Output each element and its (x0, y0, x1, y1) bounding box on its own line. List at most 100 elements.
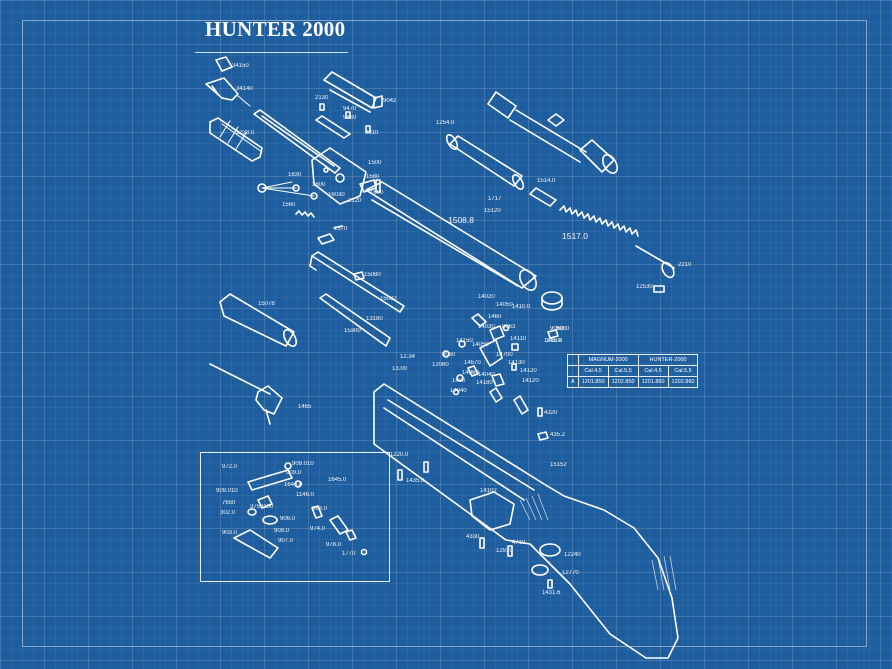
part-label: 14120 (522, 378, 539, 384)
spec-subheader: Cal.5,5 (607, 365, 639, 377)
part-label: 1514.0 (537, 178, 556, 184)
part-label: 14102 (480, 488, 497, 494)
part-label: 15078 (258, 301, 275, 307)
part-label: 34150 (232, 63, 249, 69)
spec-corner-cell (567, 365, 579, 377)
part-label: 1465 (298, 404, 312, 410)
front-sight-cap (215, 56, 233, 72)
part-label: 12240 (564, 552, 581, 558)
part-label: 1410.0 (544, 338, 563, 344)
part-label: 9060 (442, 352, 456, 358)
part-label: 1460 (488, 314, 502, 320)
part-label: 14150 (456, 338, 473, 344)
part-label: 8063 (502, 324, 516, 330)
compression-cylinder (365, 181, 537, 291)
trigger-mechanism (442, 313, 559, 415)
part-label: 15120 (484, 208, 501, 214)
part-label: 4320 (544, 410, 558, 416)
part-label: 2130 (315, 95, 329, 101)
part-label: 14030 (478, 324, 495, 330)
part-label: 302.0 (220, 510, 236, 516)
part-label: 14020 (478, 294, 495, 300)
part-label: 974.0 (310, 526, 326, 532)
drawing-title: HUNTER 2000 (205, 17, 346, 41)
part-label: 1600 (370, 190, 384, 196)
spec-cell: 1202.850 (607, 376, 639, 388)
part-label: 1254.0 (436, 120, 455, 126)
part-label: 15152 (550, 462, 567, 468)
part-label: 12530 (636, 284, 653, 290)
part-label: 1400 (452, 378, 466, 384)
part-label: 15032 (380, 296, 397, 302)
part-label: 1435.0 (406, 478, 425, 484)
part-label: 1630 (288, 172, 302, 178)
part-label: 15080 (364, 272, 381, 278)
title-underline (195, 52, 348, 53)
part-label: 14700 (496, 352, 513, 358)
part-label: 14110 (510, 336, 527, 342)
muzzle-weight (209, 117, 263, 162)
part-label: 12770 (562, 570, 579, 576)
part-label: 2120 (348, 198, 362, 204)
part-label: 908.0 (274, 528, 290, 534)
part-label: 14040 (450, 388, 467, 394)
front-sight (205, 77, 251, 107)
part-label: 1238.0 (236, 130, 255, 136)
rear-sight (323, 71, 383, 113)
part-label: 3750100 (250, 504, 274, 510)
piston-seal (529, 187, 557, 207)
part-label: 1570 (334, 226, 348, 232)
part-label: 14050 (496, 302, 513, 308)
breech-block (311, 147, 381, 205)
part-label: 14130 (508, 360, 525, 366)
small-block-mid (353, 271, 365, 281)
barrel (253, 109, 341, 174)
part-label: 978.0 (326, 542, 342, 548)
part-label: 1410.0 (512, 304, 531, 310)
part-label: 1770 (342, 551, 356, 557)
spec-header: MAGNUM-2000 (577, 354, 639, 366)
part-label: 1560 (282, 202, 296, 208)
spring-guide-cap (653, 285, 665, 293)
part-label: 14050 (472, 342, 489, 348)
part-label: 909.010 (292, 461, 314, 467)
part-label: 1220.0 (390, 452, 409, 458)
part-label: 972.0 (222, 464, 238, 470)
part-label: 13.00 (392, 366, 408, 372)
barrel-spring (295, 210, 315, 218)
small-screws-top (319, 103, 371, 133)
part-label: 9042 (383, 98, 397, 104)
stock-small-parts (397, 407, 561, 589)
part-label: 12080 (432, 362, 449, 368)
model-spec-table: MAGNUM-2000 HUNTER-2000 Cal.4,5 Cal.5,5 … (567, 354, 699, 388)
part-label: 1508.8 (448, 215, 474, 225)
part-label: 1645.0 (328, 477, 347, 483)
part-label: 145.0 (546, 338, 562, 344)
part-label: 9080 (556, 326, 570, 332)
part-label: 1600 (312, 182, 326, 188)
spec-corner-cell (567, 354, 579, 366)
spec-subheader: Cal.4,5 (577, 365, 609, 377)
part-label: 435.2 (550, 432, 566, 438)
part-label: 909.010 (216, 488, 238, 494)
part-label: 907.0 (278, 538, 294, 544)
part-label: 2210 (678, 262, 692, 268)
part-label: 1580 (366, 174, 380, 180)
part-label: 1500 (368, 160, 382, 166)
part-label: 16030 (328, 192, 345, 198)
detail-inset-box (200, 452, 390, 582)
spec-cell: 1201.860 (637, 376, 669, 388)
inset-parts (233, 462, 368, 559)
sight-spring (315, 115, 351, 139)
part-label: 12910 (496, 548, 513, 554)
part-label: 2310 (365, 130, 379, 136)
part-label: 903.0 (222, 530, 238, 536)
air-chamber (219, 293, 298, 347)
part-label: 909.0 (286, 470, 302, 476)
spec-cell: 1201.850 (577, 376, 609, 388)
part-label: 4330 (466, 534, 480, 540)
scope (487, 91, 619, 174)
part-label: 14040 (478, 372, 495, 378)
